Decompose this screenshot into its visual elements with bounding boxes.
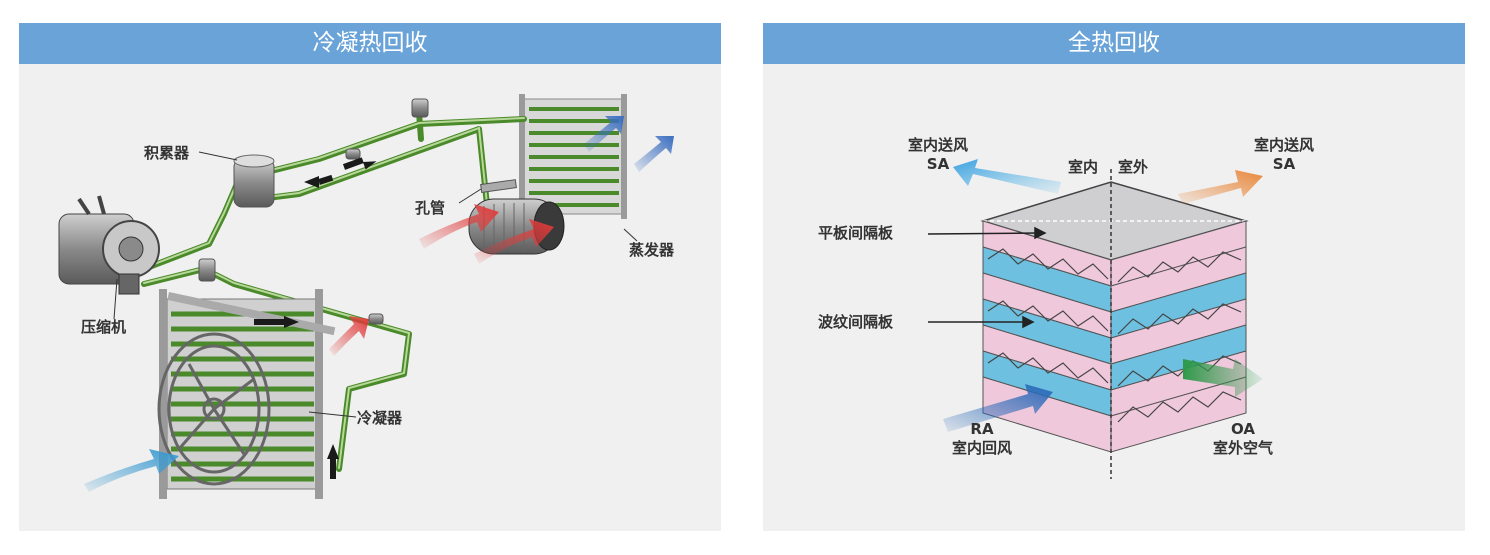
flow-direction-arrows — [254, 157, 377, 479]
refrigeration-cycle-svg — [58, 94, 674, 499]
label-return-air: RA 室内回风 — [951, 420, 1013, 457]
label-supply-air-left: 室内送风 SA — [907, 136, 969, 173]
condensation-heat-recovery-panel: 冷凝热回收 — [19, 23, 721, 531]
supply-air-arrow-right — [1178, 170, 1263, 204]
heat-exchanger-svg — [927, 159, 1263, 479]
condenser-fan-icon — [157, 332, 271, 486]
label-compressor: 压缩机 — [81, 318, 127, 336]
total-heat-recovery-panel: 全热回收 — [763, 23, 1465, 531]
label-evaporator: 蒸发器 — [629, 241, 675, 259]
hot-air-arrow — [329, 316, 369, 356]
label-corrugated-plate: 波纹间隔板 — [818, 313, 894, 331]
refrigeration-cycle-diagram: 积累器 压缩机 孔管 蒸发器 冷凝器 — [19, 64, 721, 531]
panel-title-condensation: 冷凝热回收 — [19, 23, 721, 64]
label-outdoor-air: OA 室外空气 — [1212, 420, 1274, 457]
heat-exchanger-core-diagram: 室内送风 SA 室内送风 SA 室内 室外 平板间隔板 波纹间隔板 RA 室内回… — [763, 64, 1465, 531]
panel-title-total-heat: 全热回收 — [763, 23, 1465, 64]
supply-air-arrow-left — [953, 159, 1061, 194]
label-flat-plate: 平板间隔板 — [818, 224, 894, 242]
label-orifice-tube: 孔管 — [415, 199, 446, 217]
label-condenser: 冷凝器 — [357, 409, 403, 427]
accumulator-icon — [233, 154, 275, 208]
orifice-tube-icon — [480, 179, 517, 194]
label-supply-air-right: 室内送风 SA — [1253, 136, 1315, 173]
warm-air-arrow-2 — [474, 219, 554, 264]
outdoor-air-arrow — [1183, 359, 1263, 397]
cool-air-arrow-1 — [584, 116, 624, 152]
ambient-air-arrow — [84, 449, 179, 492]
cool-air-arrow-2 — [634, 136, 674, 172]
return-air-arrow — [943, 384, 1053, 432]
warm-air-arrow-1 — [419, 204, 499, 249]
label-outdoor: 室外 — [1118, 158, 1149, 176]
label-indoor: 室内 — [1068, 158, 1099, 176]
label-accumulator: 积累器 — [144, 144, 190, 162]
compressor-icon — [58, 195, 160, 295]
